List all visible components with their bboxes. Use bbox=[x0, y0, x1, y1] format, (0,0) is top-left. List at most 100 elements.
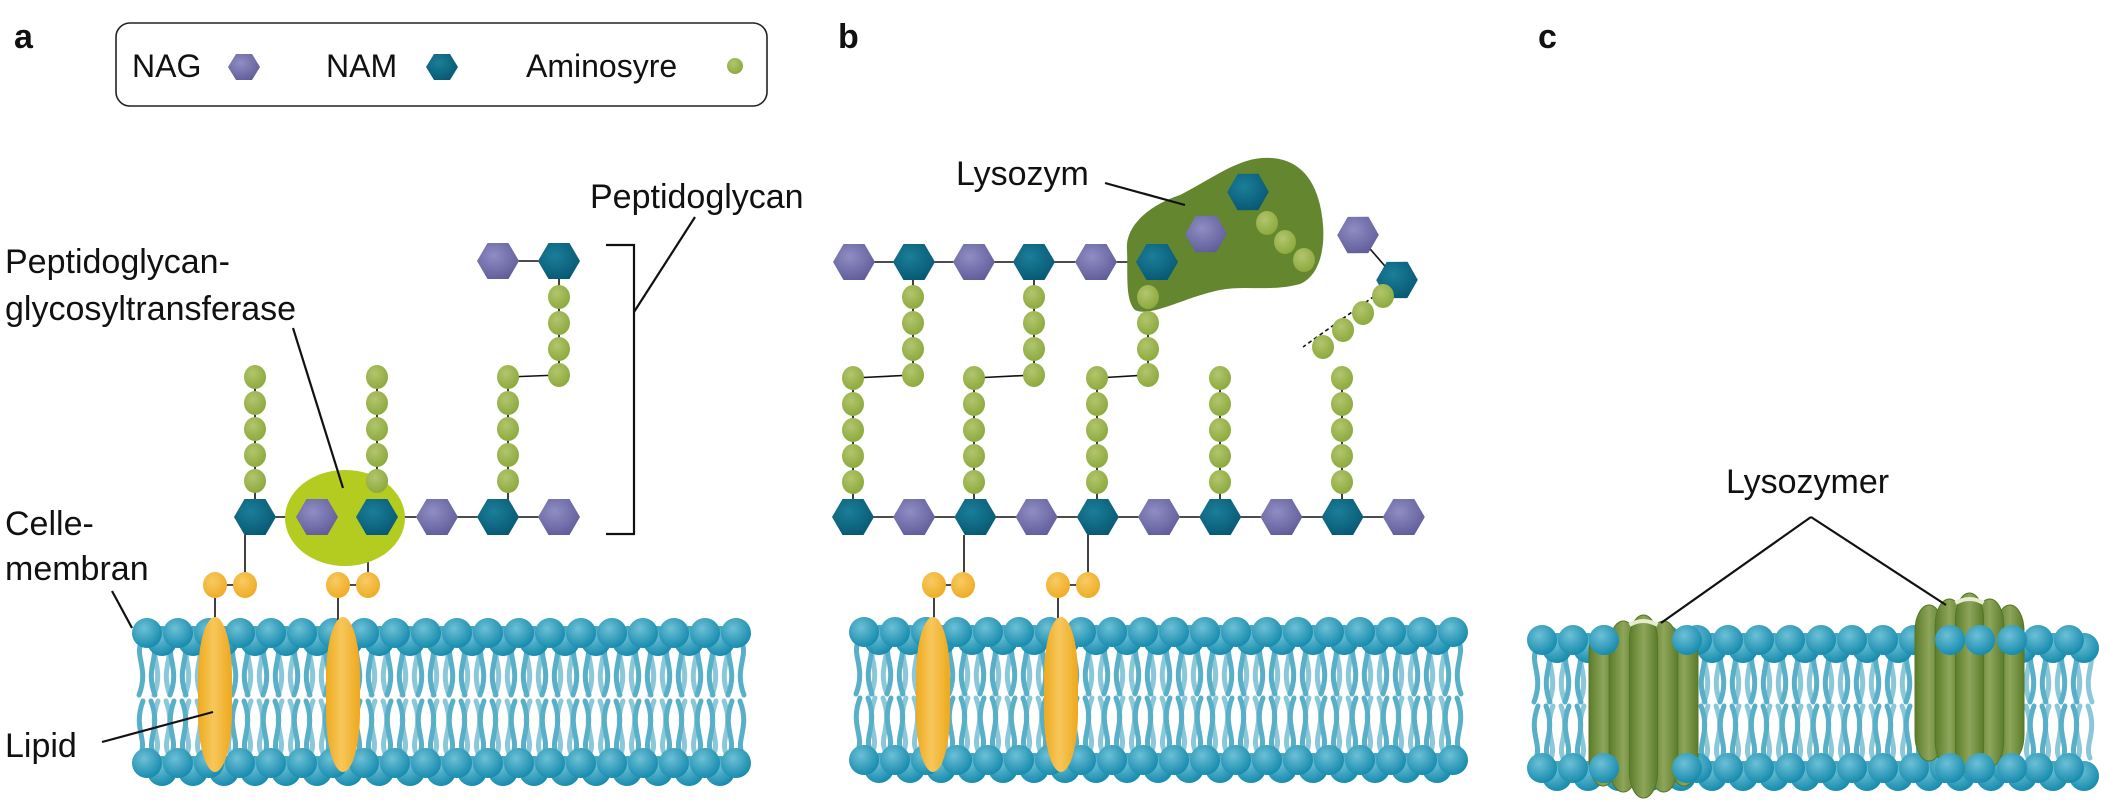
phospholipid-head bbox=[1589, 753, 1619, 783]
lipid-tail bbox=[275, 698, 285, 756]
lipid-tail bbox=[2042, 703, 2052, 761]
amino-acid-bead bbox=[497, 365, 519, 389]
lipid-tail bbox=[853, 695, 863, 753]
phospholipid-head bbox=[659, 618, 689, 648]
lipid-tail bbox=[709, 698, 719, 756]
lipid-tail bbox=[260, 698, 270, 756]
pore-highlight bbox=[1628, 619, 1659, 627]
phospholipid-head bbox=[1527, 753, 1557, 783]
amino-acid-bead bbox=[1332, 318, 1354, 342]
lipid-tail bbox=[899, 695, 909, 753]
lipid-tail bbox=[1283, 695, 1293, 753]
lipid-tail bbox=[461, 698, 471, 756]
nam-hexagon bbox=[477, 499, 519, 535]
lipid-tail bbox=[1748, 703, 1758, 761]
amino-acid-bead bbox=[1331, 470, 1353, 494]
lipid-tail bbox=[477, 698, 487, 756]
lipid-tail bbox=[1163, 695, 1173, 753]
phospholipid-head bbox=[535, 748, 565, 778]
legend-label-nag: NAG bbox=[132, 48, 201, 84]
nag-hexagon bbox=[833, 244, 875, 280]
amino-acid-bead bbox=[1312, 335, 1334, 359]
legend-amino-acid-icon bbox=[727, 58, 743, 74]
lipid-tail bbox=[136, 640, 146, 698]
phospholipid-head bbox=[1376, 745, 1406, 775]
phospholipid-head bbox=[1775, 625, 1805, 655]
lipid-tail bbox=[694, 698, 704, 756]
amino-acid-bead bbox=[1331, 366, 1353, 390]
lipid-tail bbox=[415, 698, 425, 756]
lipid-tail bbox=[1318, 695, 1328, 753]
lipid-tail bbox=[473, 698, 483, 756]
lipid-tail bbox=[1287, 695, 1297, 753]
lipid-tail bbox=[508, 698, 518, 756]
phospholipid-head bbox=[2054, 753, 2084, 783]
phospholipid-head bbox=[973, 745, 1003, 775]
lipid-tail bbox=[1132, 695, 1142, 753]
nam-hexagon bbox=[1076, 499, 1119, 535]
lipid-tail bbox=[1701, 703, 1711, 761]
phospholipid-head bbox=[1806, 625, 1836, 655]
phospholipid-head bbox=[1672, 753, 1702, 783]
phospholipid-head bbox=[1744, 753, 1774, 783]
peptide-bond-line bbox=[1302, 279, 1398, 348]
nag-hexagon bbox=[1337, 216, 1379, 254]
lipid-tail bbox=[663, 698, 673, 756]
lipid-anchor bbox=[1044, 617, 1078, 772]
phospholipid-head bbox=[535, 618, 565, 648]
amino-acid-bead bbox=[1086, 366, 1108, 390]
lipid-tail bbox=[554, 698, 564, 756]
leader-lysozymer-left bbox=[1660, 516, 1812, 624]
lipid-tail bbox=[737, 698, 747, 756]
lipid-tail bbox=[291, 698, 301, 756]
phospholipid-head bbox=[942, 617, 972, 647]
phospholipid-head bbox=[1345, 745, 1375, 775]
nag-hexagon bbox=[1185, 215, 1227, 253]
lipid-tail bbox=[318, 698, 328, 756]
amino-acid-bead bbox=[244, 365, 266, 389]
amino-acid-bead bbox=[497, 469, 519, 493]
phospholipid-head bbox=[1997, 625, 2027, 655]
label-lysozym: Lysozym bbox=[956, 155, 1089, 193]
lipid-tail bbox=[1411, 695, 1421, 753]
lipid-tail bbox=[399, 698, 409, 756]
phospholipid-head bbox=[1997, 753, 2027, 783]
amino-acid-bead bbox=[902, 285, 924, 309]
phospholipid-head bbox=[1004, 745, 1034, 775]
lipid-tail bbox=[492, 698, 502, 756]
leader-lysozymer-right bbox=[1810, 516, 1947, 606]
lipid-carrier-bead bbox=[356, 572, 380, 598]
lipid-carrier-bead bbox=[1046, 572, 1070, 598]
lipid-tail bbox=[973, 695, 983, 753]
phospholipid-head bbox=[473, 748, 503, 778]
nam-hexagon bbox=[954, 499, 997, 535]
phospholipid-head bbox=[628, 748, 658, 778]
amino-acid-bead bbox=[548, 337, 570, 361]
nag-hexagon bbox=[1138, 499, 1180, 535]
lipid-tail bbox=[1194, 695, 1204, 753]
lipid-tail bbox=[1240, 695, 1250, 753]
phospholipid-head bbox=[973, 617, 1003, 647]
lipid-tail bbox=[2085, 703, 2095, 761]
amino-acid-bead bbox=[902, 311, 924, 335]
lipid-tail bbox=[725, 698, 735, 756]
lipid-tail bbox=[1426, 695, 1436, 753]
amino-acid-bead bbox=[1372, 284, 1394, 308]
lipid-tail bbox=[1717, 703, 1727, 761]
phospholipid-head bbox=[597, 748, 627, 778]
peptidoglycan-bracket bbox=[606, 243, 636, 536]
lipid-tail bbox=[539, 698, 549, 756]
amino-acid-bead bbox=[366, 417, 388, 441]
lipid-tail bbox=[1841, 703, 1851, 761]
lipid-tail bbox=[1438, 695, 1448, 753]
lipid-tail bbox=[1023, 695, 1033, 753]
lipid-carrier-bead bbox=[326, 572, 350, 598]
phospholipid-head bbox=[504, 748, 534, 778]
phospholipid-head bbox=[1407, 617, 1437, 647]
phospholipid-head bbox=[1744, 625, 1774, 655]
phospholipid-head bbox=[1558, 625, 1588, 655]
nag-hexagon bbox=[1075, 244, 1117, 280]
lipid-tail bbox=[1442, 695, 1452, 753]
phospholipid-head bbox=[721, 748, 751, 778]
lipid-tail bbox=[1302, 695, 1312, 753]
